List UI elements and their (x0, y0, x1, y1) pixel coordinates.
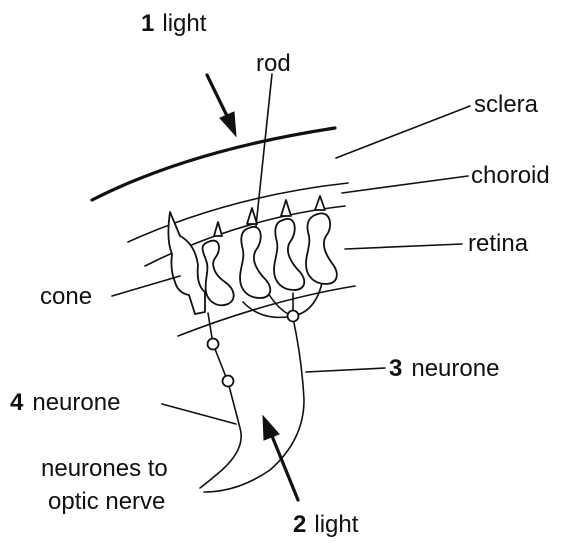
sclera-leader (336, 106, 470, 158)
choroid-label: choroid (471, 162, 550, 189)
rod-synapse-1 (243, 302, 293, 317)
neurone-4-fibre (200, 313, 241, 488)
cone-cell (168, 212, 205, 314)
neurone-3-leader (306, 368, 385, 372)
light-arrow-top (207, 75, 236, 136)
choroid-leader (342, 176, 468, 193)
rod-label: rod (256, 50, 291, 77)
light-arrow-bottom (263, 416, 298, 500)
retina-leader (345, 244, 462, 249)
rod-cells (203, 196, 337, 305)
synapse-node-lower (223, 376, 234, 387)
cone-label: cone (40, 283, 92, 310)
cone-leader (112, 276, 180, 296)
synapse-node-upper (208, 339, 219, 350)
retina-label: retina (468, 230, 529, 257)
sclera-label: sclera (474, 91, 539, 118)
synapse-node-rods (288, 311, 299, 322)
sclera-outer-boundary (92, 128, 335, 200)
optic-nerve-label-line1: neurones to (41, 455, 168, 482)
optic-nerve-label-line2: optic nerve (48, 488, 165, 515)
neurone-4-leader (162, 404, 236, 424)
rod-leader (256, 74, 272, 226)
